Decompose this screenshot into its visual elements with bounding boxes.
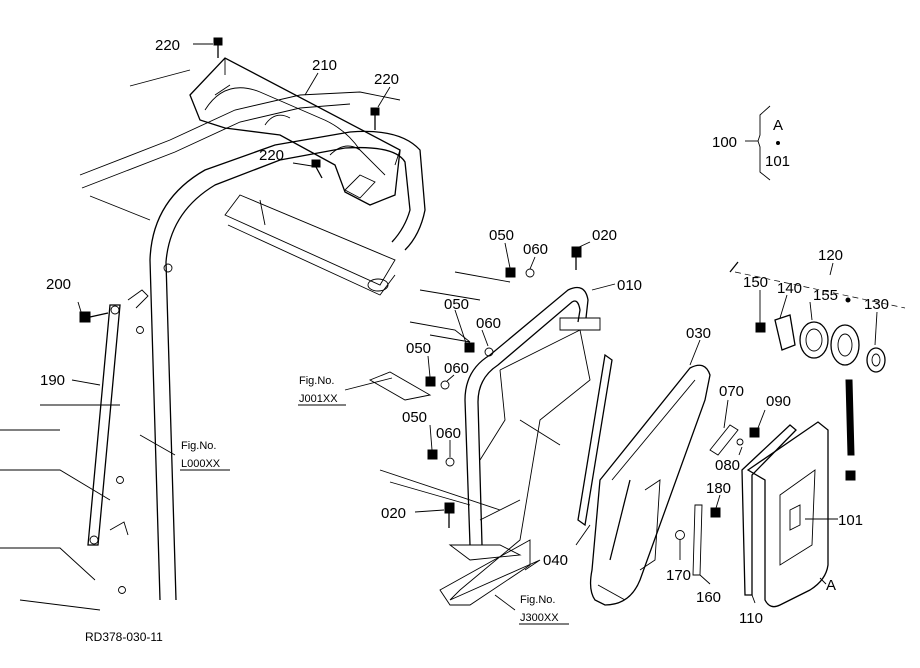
figref-l000-code: L000XX <box>181 458 221 470</box>
label-070: 070 <box>719 383 744 400</box>
label-060-d: 060 <box>436 425 461 442</box>
label-020-b: 020 <box>381 505 406 522</box>
figref-j300-code: J300XX <box>520 612 559 624</box>
rops-frame <box>116 130 426 601</box>
label-101: 101 <box>838 512 863 529</box>
label-a-panel: A <box>826 577 836 594</box>
label-220-mid: 220 <box>259 147 284 164</box>
label-050-b: 050 <box>444 296 469 313</box>
label-101-ref: 101 <box>765 153 790 170</box>
part-160-170-180 <box>675 504 721 576</box>
label-155: 155 <box>813 287 838 304</box>
tractor-body-outline <box>0 69 401 611</box>
part-010-handle <box>448 286 601 561</box>
label-120: 120 <box>818 247 843 264</box>
figref-l000-title: Fig.No. <box>181 440 216 452</box>
label-110: 110 <box>739 610 763 627</box>
part-120-lock-assembly <box>729 261 906 481</box>
label-060-a: 060 <box>523 241 548 258</box>
label-200: 200 <box>46 276 71 293</box>
label-060-b: 060 <box>476 315 501 332</box>
label-100: 100 <box>712 134 737 151</box>
label-150: 150 <box>743 274 768 291</box>
bolt-020-group <box>444 246 582 528</box>
label-050-d: 050 <box>402 409 427 426</box>
part-110-frame <box>741 424 797 596</box>
label-170: 170 <box>666 567 691 584</box>
label-050-a: 050 <box>489 227 514 244</box>
diagram-code: RD378-030-11 <box>85 630 163 644</box>
figref-j001-code: J001XX <box>299 393 338 405</box>
label-220-top: 220 <box>155 37 180 54</box>
label-180: 180 <box>706 480 731 497</box>
label-080: 080 <box>715 457 740 474</box>
label-160: 160 <box>696 589 721 606</box>
figref-j001-title: Fig.No. <box>299 375 334 387</box>
label-040: 040 <box>543 552 568 569</box>
fastener-050-060-group <box>425 267 535 467</box>
label-190: 190 <box>40 372 65 389</box>
label-130: 130 <box>864 296 889 313</box>
label-030: 030 <box>686 325 711 342</box>
part-070-bracket <box>709 424 760 456</box>
figure-reference-labels: Fig.No. J001XX Fig.No. L000XX Fig.No. J3… <box>180 375 569 625</box>
label-020-a: 020 <box>592 227 617 244</box>
part-101-side-panel <box>746 421 829 608</box>
bolt-220-group <box>213 37 380 179</box>
dot-separator <box>776 141 780 145</box>
label-140: 140 <box>777 280 802 297</box>
leader-lines <box>71 43 878 611</box>
mount-bracket <box>224 194 396 296</box>
label-010: 010 <box>617 277 642 294</box>
label-210: 210 <box>312 57 337 74</box>
part-number-labels: 220 210 220 220 100 A 101 200 190 050 06… <box>40 37 889 627</box>
part-210-cover <box>189 57 401 206</box>
label-090: 090 <box>766 393 791 410</box>
label-220-right: 220 <box>374 71 399 88</box>
part-190-stay <box>79 289 149 546</box>
label-050-c: 050 <box>406 340 431 357</box>
side-bracket <box>368 271 511 511</box>
label-060-c: 060 <box>444 360 469 377</box>
label-a-ref: A <box>773 117 783 134</box>
figref-j300-title: Fig.No. <box>520 594 555 606</box>
part-030-fender <box>589 364 711 606</box>
